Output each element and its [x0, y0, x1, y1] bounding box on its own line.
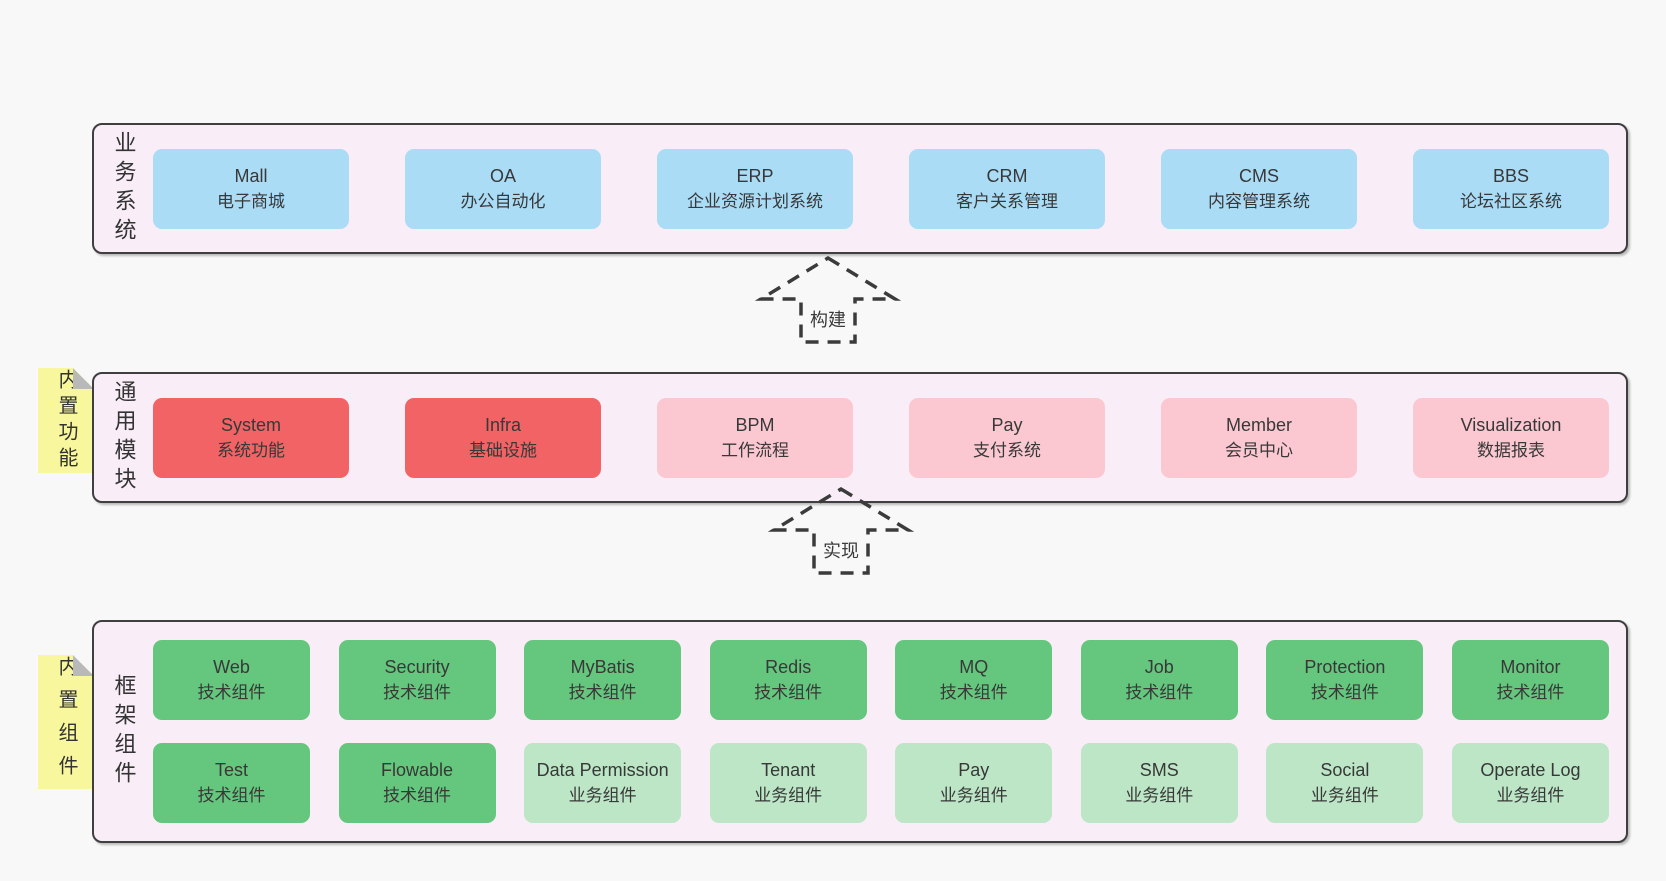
box-operate-log: Operate Log 业务组件 — [1451, 743, 1609, 823]
business-systems-content: Mall 电子商城 OA 办公自动化 ERP 企业资源计划系统 CRM 客户关系… — [153, 125, 1626, 252]
box-web: Web 技术组件 — [153, 640, 310, 720]
box-member: Member 会员中心 — [1161, 397, 1357, 478]
common-modules-layer-label: 通用模块 — [111, 379, 137, 496]
build-arrow: 构建 — [754, 255, 902, 345]
box-test: Test 技术组件 — [153, 743, 310, 823]
common-modules-content: System 系统功能 Infra 基础设施 BPM 工作流程 Pay 支付系统… — [153, 374, 1626, 501]
folded-corner-icon — [73, 368, 94, 389]
box-redis: Redis 技术组件 — [709, 640, 867, 720]
implement-arrow: 实现 — [767, 486, 915, 576]
box-pay-component: Pay 业务组件 — [895, 743, 1053, 823]
framework-components-layer-label: 框架组件 — [111, 673, 137, 790]
box-security: Security 技术组件 — [338, 640, 496, 720]
box-flowable: Flowable 技术组件 — [338, 743, 496, 823]
box-social: Social 业务组件 — [1266, 743, 1424, 823]
build-arrow-label: 构建 — [805, 306, 851, 332]
box-mall: Mall 电子商城 — [153, 148, 349, 229]
box-crm: CRM 客户关系管理 — [909, 148, 1105, 229]
up-arrow-icon — [754, 255, 902, 344]
box-job: Job 技术组件 — [1080, 640, 1238, 720]
box-bpm: BPM 工作流程 — [657, 397, 853, 478]
box-visualization: Visualization 数据报表 — [1413, 397, 1609, 478]
framework-components-row-1: Web 技术组件 Security 技术组件 MyBatis 技术组件 Redi… — [153, 640, 1609, 720]
builtin-components-tag-label: 内置组件 — [55, 656, 77, 788]
box-tenant: Tenant 业务组件 — [709, 743, 867, 823]
box-sms: SMS 业务组件 — [1080, 743, 1238, 823]
box-erp: ERP 企业资源计划系统 — [657, 148, 853, 229]
business-systems-layer-label: 业务系统 — [111, 130, 137, 247]
common-modules-row: System 系统功能 Infra 基础设施 BPM 工作流程 Pay 支付系统… — [153, 397, 1609, 478]
implement-arrow-label: 实现 — [818, 537, 864, 563]
builtin-features-tag: 内置功能 — [38, 368, 94, 473]
up-arrow-icon — [767, 486, 915, 575]
builtin-components-tag: 内置组件 — [38, 655, 94, 789]
box-oa: OA 办公自动化 — [405, 148, 601, 229]
box-bbs: BBS 论坛社区系统 — [1413, 148, 1609, 229]
common-modules-layer: 通用模块 System 系统功能 Infra 基础设施 BPM 工作流程 Pay — [92, 372, 1628, 503]
box-monitor: Monitor 技术组件 — [1451, 640, 1609, 720]
box-infra: Infra 基础设施 — [405, 397, 601, 478]
box-mq: MQ 技术组件 — [895, 640, 1053, 720]
framework-components-content: Web 技术组件 Security 技术组件 MyBatis 技术组件 Redi… — [153, 622, 1626, 841]
framework-components-layer: 框架组件 Web 技术组件 Security 技术组件 MyBatis 技术组件… — [92, 620, 1628, 843]
folded-corner-icon — [73, 655, 94, 676]
business-systems-layer: 业务系统 Mall 电子商城 OA 办公自动化 ERP 企业资源计划系统 CRM — [92, 123, 1628, 254]
box-protection: Protection 技术组件 — [1266, 640, 1424, 720]
box-data-permission: Data Permission 业务组件 — [524, 743, 682, 823]
box-system: System 系统功能 — [153, 397, 349, 478]
builtin-features-tag-label: 内置功能 — [55, 368, 77, 473]
box-pay-module: Pay 支付系统 — [909, 397, 1105, 478]
business-systems-row: Mall 电子商城 OA 办公自动化 ERP 企业资源计划系统 CRM 客户关系… — [153, 148, 1609, 229]
framework-components-row-2: Test 技术组件 Flowable 技术组件 Data Permission … — [153, 743, 1609, 823]
box-mybatis: MyBatis 技术组件 — [524, 640, 682, 720]
box-cms: CMS 内容管理系统 — [1161, 148, 1357, 229]
